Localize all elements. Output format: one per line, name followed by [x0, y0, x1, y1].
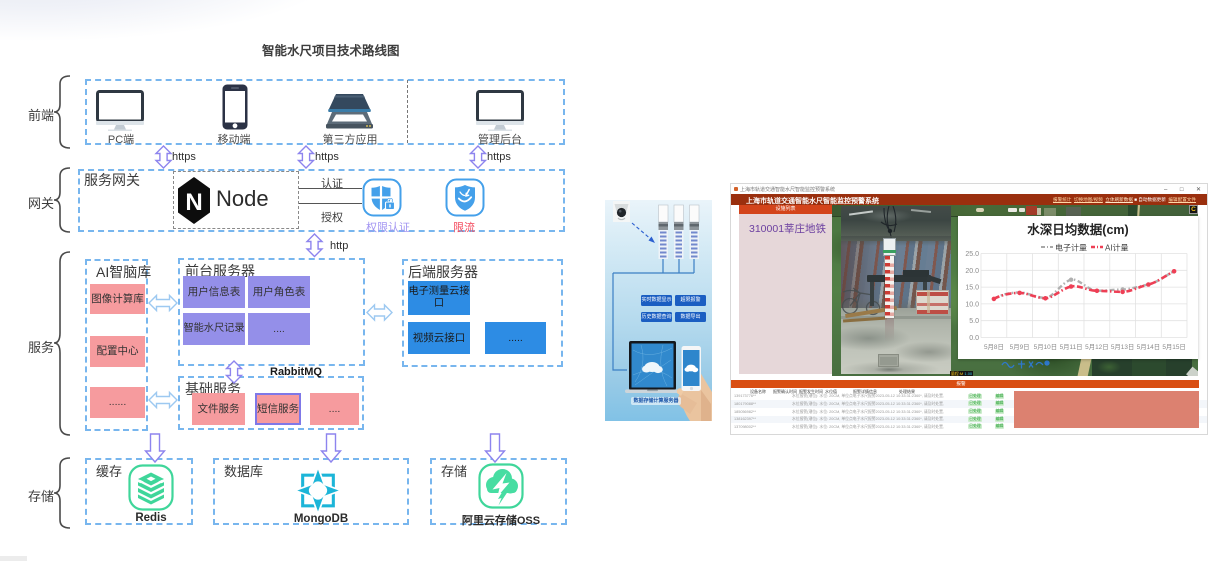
svg-text:20.0: 20.0: [965, 268, 979, 275]
svg-text:0.0: 0.0: [969, 335, 979, 342]
svg-text:25.0: 25.0: [965, 251, 979, 258]
svg-text:15.0: 15.0: [965, 285, 979, 292]
svg-text:电子计量: 电子计量: [1055, 243, 1087, 253]
svg-text:AI计量: AI计量: [1105, 243, 1129, 253]
svg-text:5月12日: 5月12日: [1085, 343, 1108, 351]
svg-text:5月10日: 5月10日: [1034, 343, 1057, 351]
svg-text:10.0: 10.0: [965, 301, 979, 308]
svg-text:5月14日: 5月14日: [1137, 343, 1160, 351]
svg-text:5.0: 5.0: [969, 318, 979, 325]
svg-text:5月8日: 5月8日: [984, 343, 1004, 351]
svg-text:5月11日: 5月11日: [1060, 343, 1083, 351]
svg-text:水深日均数据(cm): 水深日均数据(cm): [1027, 222, 1128, 237]
svg-text:5月15日: 5月15日: [1162, 343, 1185, 351]
svg-text:N: N: [185, 189, 202, 216]
svg-text:5月9日: 5月9日: [1010, 343, 1030, 351]
svg-text:5月13日: 5月13日: [1111, 343, 1134, 351]
